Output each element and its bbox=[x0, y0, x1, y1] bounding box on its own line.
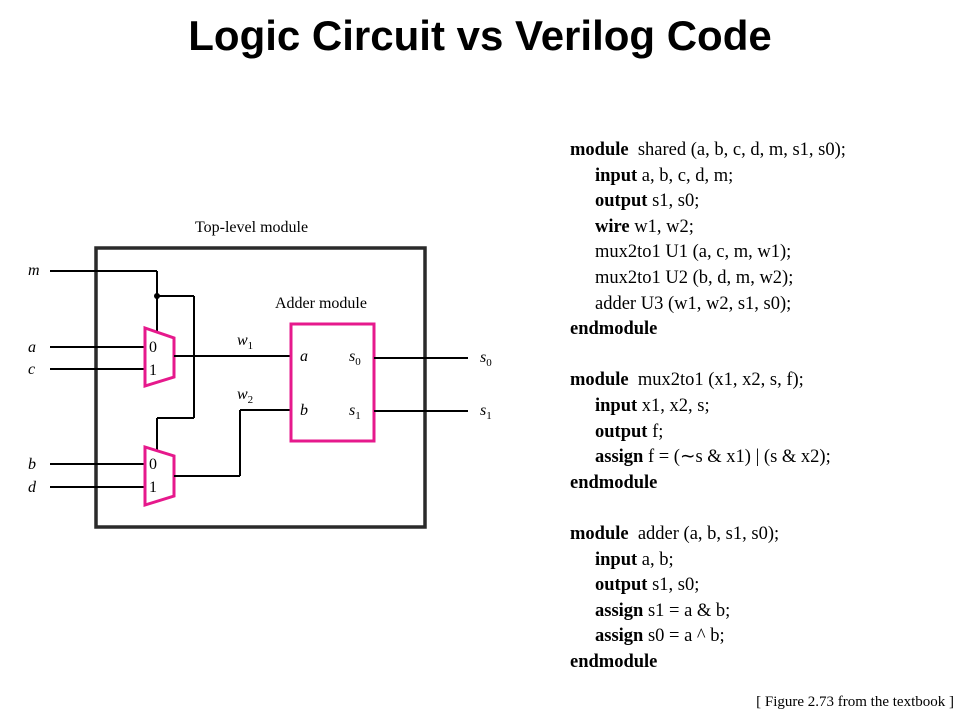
adder-pin-s0: s0 bbox=[349, 348, 361, 368]
code-text: a, b, c, d, m; bbox=[637, 165, 734, 186]
code-text: shared (a, b, c, d, m, s1, s0); bbox=[628, 140, 846, 160]
code-keyword: module bbox=[570, 370, 629, 391]
adder-module-label: Adder module bbox=[275, 295, 367, 312]
code-line: endmodule bbox=[570, 471, 846, 497]
mux-1-pin-0: 0 bbox=[149, 339, 157, 356]
code-keyword: assign bbox=[595, 600, 644, 621]
code-line: module shared (a, b, c, d, m, s1, s0); bbox=[570, 138, 846, 164]
code-keyword: assign bbox=[595, 447, 644, 468]
code-line: output s1, s0; bbox=[570, 573, 846, 599]
code-line: endmodule bbox=[570, 650, 846, 676]
code-line: output s1, s0; bbox=[570, 189, 846, 215]
mux-1 bbox=[143, 325, 176, 389]
code-keyword: endmodule bbox=[570, 319, 658, 340]
code-text: mux2to1 U2 (b, d, m, w2); bbox=[595, 267, 794, 288]
code-text: adder (a, b, s1, s0); bbox=[628, 523, 780, 544]
adder-pin-b: b bbox=[300, 402, 308, 419]
code-text: s0 = a ^ b; bbox=[643, 626, 725, 647]
figure-caption: [ Figure 2.73 from the textbook ] bbox=[756, 694, 954, 710]
code-line: assign f = (∼s & x1) | (s & x2); bbox=[570, 445, 846, 471]
code-keyword: input bbox=[595, 549, 638, 570]
code-line: assign s1 = a & b; bbox=[570, 599, 846, 625]
mux-1-pin-1: 1 bbox=[149, 362, 157, 379]
code-spacer bbox=[570, 496, 846, 522]
adder-module-box bbox=[289, 322, 376, 443]
code-text: mux2to1 U1 (a, c, m, w1); bbox=[595, 242, 792, 263]
verilog-code-block: module shared (a, b, c, d, m, s1, s0);in… bbox=[570, 138, 846, 675]
code-line: input x1, x2, s; bbox=[570, 394, 846, 420]
output-s1: s1 bbox=[480, 402, 492, 422]
code-keyword: output bbox=[595, 421, 648, 442]
code-text: s1 = a & b; bbox=[643, 600, 731, 621]
code-line: adder U3 (w1, w2, s1, s0); bbox=[570, 292, 846, 318]
mux-2 bbox=[143, 444, 176, 508]
code-line: endmodule bbox=[570, 317, 846, 343]
code-text: s1, s0; bbox=[647, 191, 700, 212]
code-keyword: assign bbox=[595, 626, 644, 647]
code-line: mux2to1 U1 (a, c, m, w1); bbox=[570, 240, 846, 266]
code-keyword: input bbox=[595, 395, 638, 416]
code-line: mux2to1 U2 (b, d, m, w2); bbox=[570, 266, 846, 292]
output-s0: s0 bbox=[480, 349, 492, 369]
mux-2-pin-0: 0 bbox=[149, 456, 157, 473]
adder-pin-s1: s1 bbox=[349, 402, 361, 422]
code-text: mux2to1 (x1, x2, s, f); bbox=[628, 370, 804, 391]
mux-2-pin-1: 1 bbox=[149, 479, 157, 496]
top-level-module-label: Top-level module bbox=[195, 219, 308, 236]
code-keyword: wire bbox=[595, 216, 630, 237]
code-spacer bbox=[570, 343, 846, 369]
input-label-b: b bbox=[28, 456, 36, 473]
code-keyword: module bbox=[570, 523, 629, 544]
input-label-d: d bbox=[28, 479, 37, 496]
code-text: a, b; bbox=[637, 549, 674, 570]
code-line: input a, b, c, d, m; bbox=[570, 164, 846, 190]
page-title: Logic Circuit vs Verilog Code bbox=[188, 12, 772, 59]
code-text: s1, s0; bbox=[647, 575, 700, 596]
adder-pin-a: a bbox=[300, 348, 308, 365]
code-keyword: output bbox=[595, 575, 648, 596]
top-level-module-box bbox=[94, 246, 427, 529]
label-w1: w1 bbox=[237, 332, 253, 352]
code-keyword: output bbox=[595, 191, 648, 212]
code-text: x1, x2, s; bbox=[637, 395, 710, 416]
code-line: module mux2to1 (x1, x2, s, f); bbox=[570, 368, 846, 394]
code-keyword: endmodule bbox=[570, 651, 658, 672]
code-text: w1, w2; bbox=[629, 216, 694, 237]
input-label-c: c bbox=[28, 361, 35, 378]
input-label-m: m bbox=[28, 262, 40, 279]
code-line: input a, b; bbox=[570, 548, 846, 574]
code-keyword: endmodule bbox=[570, 472, 658, 493]
code-text: adder U3 (w1, w2, s1, s0); bbox=[595, 293, 792, 314]
label-w2: w2 bbox=[237, 386, 253, 406]
code-line: output f; bbox=[570, 420, 846, 446]
junction-dot bbox=[154, 293, 160, 299]
code-text: f; bbox=[647, 421, 664, 442]
code-line: module adder (a, b, s1, s0); bbox=[570, 522, 846, 548]
input-label-a: a bbox=[28, 339, 36, 356]
code-line: wire w1, w2; bbox=[570, 215, 846, 241]
code-text: f = (∼s & x1) | (s & x2); bbox=[643, 447, 831, 468]
code-line: assign s0 = a ^ b; bbox=[570, 624, 846, 650]
code-keyword: input bbox=[595, 165, 638, 186]
code-keyword: module bbox=[570, 140, 629, 160]
logic-circuit-diagram: Top-level module 0 1 0 1 w1 w2 Adder mod… bbox=[28, 219, 492, 529]
